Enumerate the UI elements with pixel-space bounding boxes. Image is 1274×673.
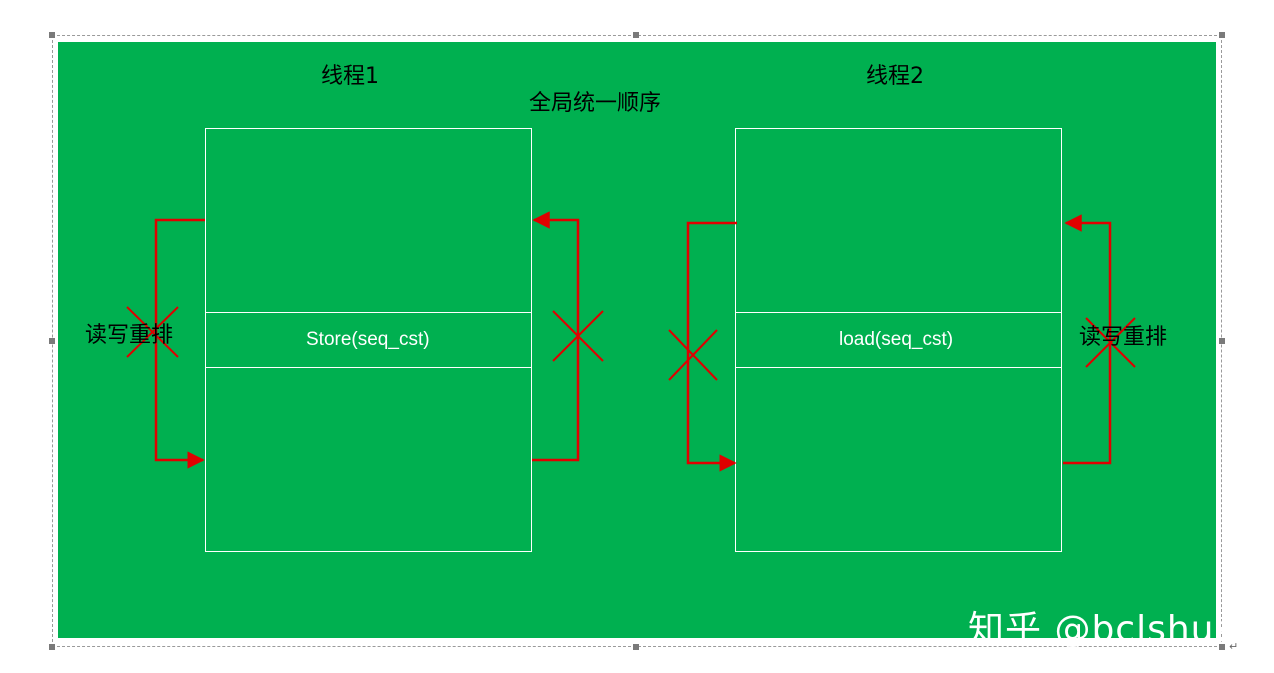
resize-handle-mr[interactable] bbox=[1219, 338, 1225, 344]
thread1-right-cross bbox=[552, 310, 604, 362]
thread1-box bbox=[205, 128, 532, 552]
watermark: 知乎 @bclshuai bbox=[968, 609, 1249, 650]
resize-handle-br[interactable] bbox=[1219, 644, 1225, 650]
thread1-label: 线程1 bbox=[321, 64, 379, 89]
thread2-operation-label: load(seq_cst) bbox=[839, 329, 954, 350]
thread2-right-cross bbox=[1085, 317, 1136, 368]
diagram-canvas[interactable] bbox=[58, 42, 1216, 638]
resize-handle-tc[interactable] bbox=[633, 32, 639, 38]
thread1-operation-label: Store(seq_cst) bbox=[306, 329, 430, 350]
thread1-left-cross bbox=[126, 306, 179, 358]
thread1-right-arrow bbox=[532, 211, 580, 462]
resize-handle-bc[interactable] bbox=[633, 644, 639, 650]
thread1-left-arrow bbox=[154, 218, 205, 469]
thread2-reorder-label: 读写重排 bbox=[1079, 325, 1168, 350]
thread2-left-arrow bbox=[686, 221, 737, 472]
global-order-title: 全局统一顺序 bbox=[529, 91, 662, 116]
resize-handle-bl[interactable] bbox=[49, 644, 55, 650]
resize-handle-tr[interactable] bbox=[1219, 32, 1225, 38]
thread2-label: 线程2 bbox=[866, 64, 924, 89]
resize-handle-ml[interactable] bbox=[49, 338, 55, 344]
thread1-reorder-label: 读写重排 bbox=[85, 323, 174, 348]
thread2-left-cross bbox=[668, 329, 718, 381]
resize-handle-tl[interactable] bbox=[49, 32, 55, 38]
thread2-box bbox=[735, 128, 1062, 552]
paragraph-mark: ↵ bbox=[1229, 640, 1239, 653]
